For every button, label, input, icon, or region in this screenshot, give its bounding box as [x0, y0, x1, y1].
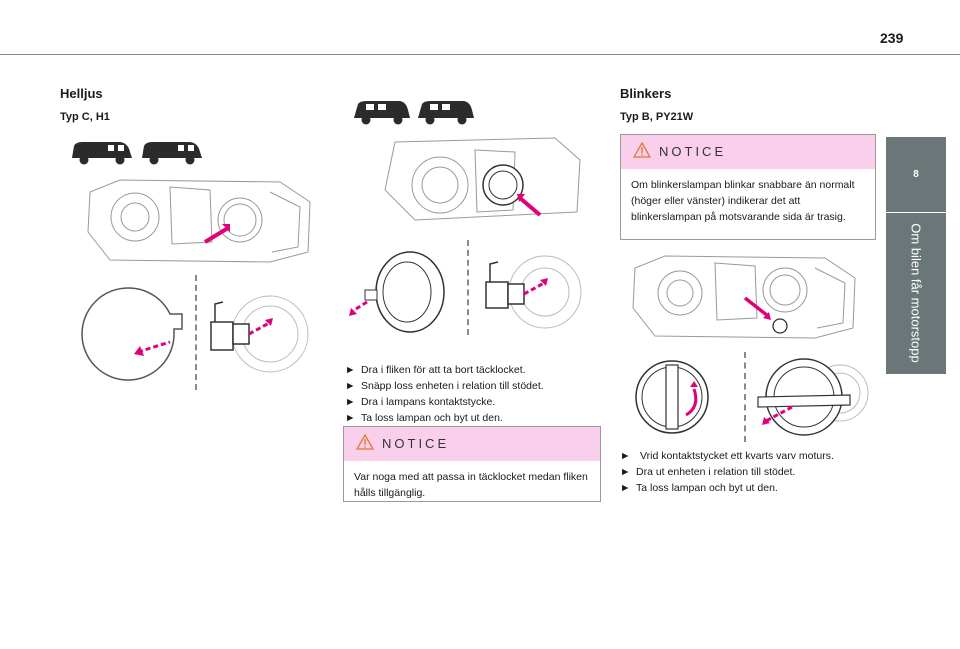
van-icon — [418, 101, 474, 125]
step-item: ►Ta loss lampan och byt ut den. — [620, 482, 778, 494]
notice-header: NOTICE — [344, 427, 600, 461]
van-icon — [142, 142, 202, 165]
divider-dashed — [467, 240, 470, 335]
bulb-removal-illustration-col3 — [752, 355, 872, 440]
warning-triangle-icon — [356, 434, 374, 450]
chapter-tab-number[interactable]: 8 — [886, 137, 946, 212]
notice-label: NOTICE — [382, 436, 450, 451]
bullet-arrow-icon: ► — [345, 380, 356, 392]
header-rule — [0, 54, 960, 55]
type-label-helljus: Typ C, H1 — [60, 111, 110, 123]
cover-cap-illustration — [78, 284, 188, 384]
instructions-col3: ►Vrid kontaktstycket ett kvarts varv mot… — [620, 448, 875, 496]
van-icons-col1 — [70, 138, 205, 166]
page-number: 239 — [880, 30, 904, 46]
step-item: ►Dra i lampans kontaktstycke. — [345, 396, 496, 408]
bullet-arrow-icon: ► — [620, 450, 631, 462]
section-title-helljus: Helljus — [60, 86, 103, 101]
van-icons-col2 — [352, 98, 477, 126]
type-label-blinkers: Typ B, PY21W — [620, 111, 694, 123]
bullet-arrow-icon: ► — [345, 364, 356, 376]
notice-box-col2: NOTICE Var noga med att passa in täckloc… — [343, 426, 601, 502]
step-item: ►Snäpp loss enheten i relation till stöd… — [345, 380, 544, 392]
chapter-tab-title[interactable]: Om bilen får motorstopp — [886, 213, 946, 374]
headlamp-illustration-col3 — [625, 248, 865, 343]
notice-text: Var noga med att passa in täcklocket med… — [354, 471, 588, 499]
section-title-blinkers: Blinkers — [620, 86, 672, 101]
step-item: ►Dra ut enheten i relation till stödet. — [620, 466, 796, 478]
notice-box-col3: NOTICE Om blinkerslampan blinkar snabbar… — [620, 134, 876, 240]
headlamp-illustration-col2 — [355, 130, 595, 230]
step-item: ►Dra i fliken för att ta bort täcklocket… — [345, 364, 526, 376]
divider-dashed — [195, 275, 198, 390]
notice-header: NOTICE — [621, 135, 875, 169]
step-item: ►Ta loss lampan och byt ut den. — [345, 412, 503, 424]
van-icon — [354, 101, 410, 125]
bulb-connector-illustration-col1 — [205, 284, 325, 384]
bulb-connector-illustration-col2 — [480, 250, 600, 335]
bullet-arrow-icon: ► — [620, 482, 631, 494]
bullet-arrow-icon: ► — [620, 466, 631, 478]
chapter-title-text: Om bilen får motorstopp — [908, 223, 924, 363]
bullet-arrow-icon: ► — [345, 396, 356, 408]
headlamp-illustration-col1 — [80, 172, 320, 267]
bullet-arrow-icon: ► — [345, 412, 356, 424]
instructions-col2: ►Dra i fliken för att ta bort täcklocket… — [345, 362, 595, 426]
notice-text: Om blinkerslampan blinkar snabbare än no… — [631, 179, 855, 223]
divider-dashed — [744, 352, 747, 442]
van-icon — [72, 142, 132, 165]
twist-connector-illustration — [630, 355, 720, 440]
step-item: ►Vrid kontaktstycket ett kvarts varv mot… — [620, 450, 834, 462]
warning-triangle-icon — [633, 142, 651, 158]
notice-label: NOTICE — [659, 144, 727, 159]
cover-cap-side-illustration — [345, 250, 455, 335]
